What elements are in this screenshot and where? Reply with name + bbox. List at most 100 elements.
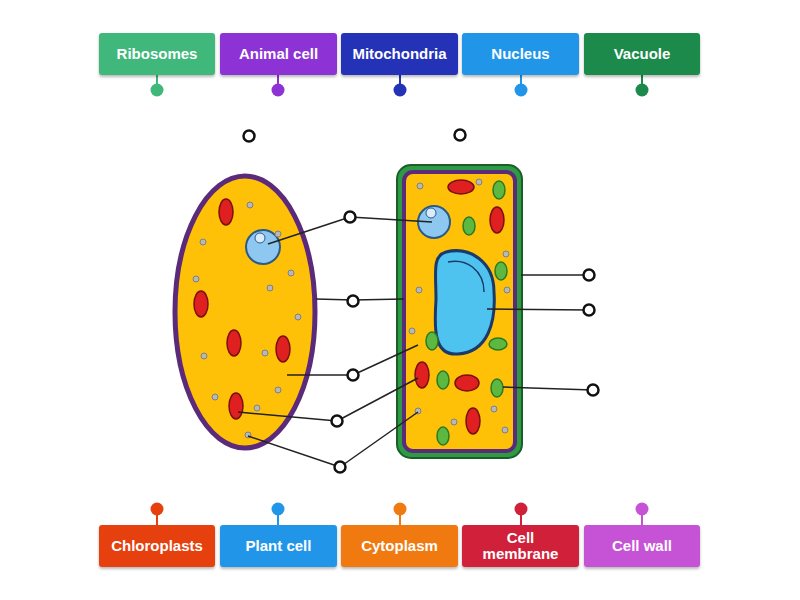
tile-label: Chloroplasts [111,538,203,554]
pin-dot [151,84,164,97]
label-tile: Cytoplasm [341,525,458,567]
drop-target [345,212,356,223]
ribosome-dot [254,405,260,411]
leader-line [350,217,432,222]
tile-label: Cytoplasm [361,538,438,554]
drop-target [588,385,599,396]
leader-line [503,387,593,390]
tile-label: Vacuole [614,46,671,62]
mitochondrion-shape [229,393,243,419]
chloroplast-shape [463,217,475,235]
chloroplast-shape [489,338,507,350]
ribosome-dot [295,314,301,320]
label-tile: Cell membrane [462,525,579,567]
animal-cell-body [175,176,315,448]
mitochondrion-shape [490,207,504,233]
tile-label: Nucleus [491,46,549,62]
ribosome-dot [409,328,415,334]
tile-label: Mitochondria [352,46,446,62]
mitochondrion-shape [455,375,479,391]
plant-cell-membrane [404,172,515,451]
pin-dot [272,503,285,516]
leader-line [487,309,589,310]
ribosome-dot [200,239,206,245]
ribosome-dot [212,394,218,400]
nucleolus-shape [426,208,436,218]
tile-label: Animal cell [239,46,318,62]
ribosome-dot [504,287,510,293]
leader-line [521,274,589,276]
drop-target [584,305,595,316]
label-tile: Mitochondria [341,33,458,75]
ribosome-dot [476,179,482,185]
leader-line [337,378,418,421]
pin-dot [151,503,164,516]
ribosome-dot [416,287,422,293]
label-tile: Nucleus [462,33,579,75]
pin-dot [636,503,649,516]
label-tile: Chloroplasts [99,525,215,567]
pin-dot [636,84,649,97]
drop-target [332,416,343,427]
drop-target [335,462,346,473]
tile-label: Plant cell [246,538,312,554]
label-tile: Plant cell [220,525,337,567]
label-tile: Vacuole [584,33,700,75]
chloroplast-shape [495,262,507,280]
drop-target [584,270,595,281]
nucleus-shape [246,230,280,264]
pin-dot [394,84,407,97]
chloroplast-shape [437,371,449,389]
mitochondrion-shape [276,336,290,362]
mitochondrion-shape [227,330,241,356]
leader-line [268,217,350,244]
tile-label: Cell membrane [482,530,560,562]
ribosome-dot [201,353,207,359]
ribosome-dot [417,183,423,189]
mitochondrion-shape [448,180,474,194]
mitochondrion-shape [466,408,480,434]
label-tile: Cell wall [584,525,700,567]
pin-dot [515,84,528,97]
leader-line [340,412,418,467]
label-tile: Ribosomes [99,33,215,75]
ribosome-dot [491,406,497,412]
ribosome-dot [193,276,199,282]
label-tile: Animal cell [220,33,337,75]
tile-label: Cell wall [612,538,672,554]
leader-line [353,299,404,300]
leader-line [353,345,418,375]
chloroplast-shape [491,379,503,397]
ribosome-dot [262,350,268,356]
nucleolus-shape [255,233,265,243]
pin-dot [515,503,528,516]
chloroplast-shape [426,332,438,350]
vacuole-highlight [448,261,484,292]
leader-line [287,374,353,376]
ribosome-dot [503,251,509,257]
drop-target [455,130,466,141]
mitochondrion-shape [219,199,233,225]
drop-target [244,131,255,142]
ribosome-dot [267,285,273,291]
drop-target [348,296,359,307]
mitochondrion-shape [194,291,208,317]
leader-line [238,412,337,421]
pin-dot [394,503,407,516]
ribosome-dot [247,202,253,208]
leader-line [248,436,340,467]
tile-label: Ribosomes [117,46,198,62]
drop-target [348,370,359,381]
mitochondrion-shape [415,362,429,388]
chloroplast-shape [437,427,449,445]
ribosome-dot [451,419,457,425]
ribosome-dot [288,270,294,276]
vacuole-shape [435,251,494,354]
ribosome-dot [502,427,508,433]
pin-dot [272,84,285,97]
ribosome-dot [275,231,281,237]
ribosome-dot [275,387,281,393]
chloroplast-shape [493,181,505,199]
